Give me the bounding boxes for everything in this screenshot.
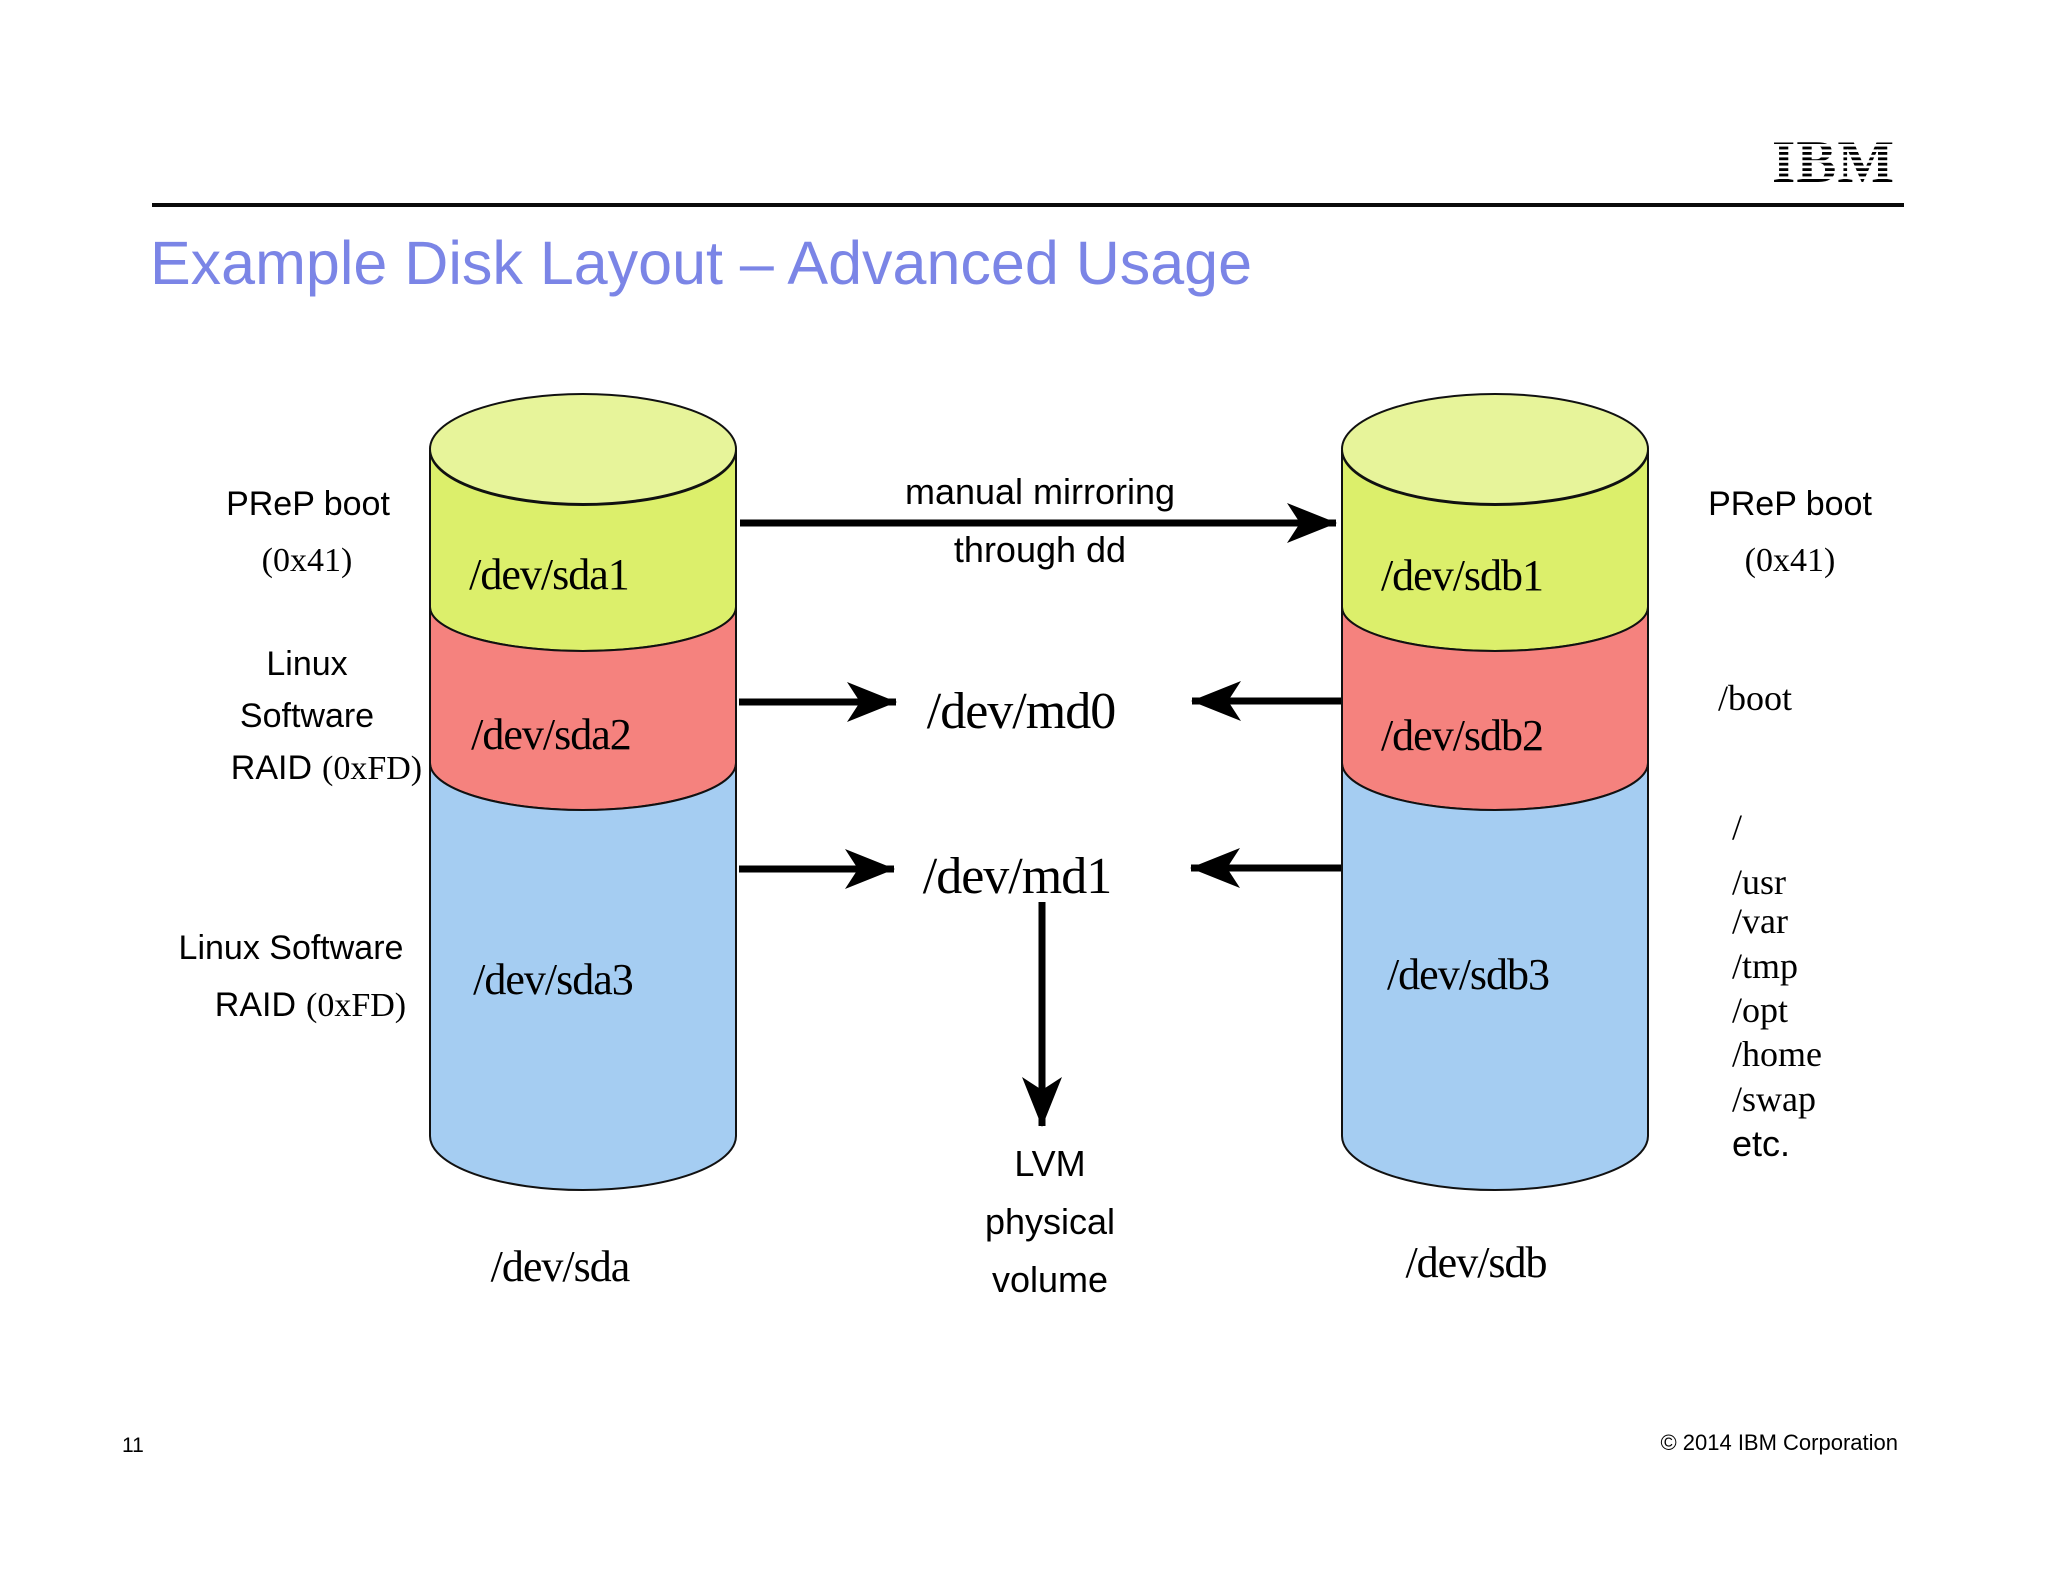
left-raid2-raid: RAID (215, 986, 296, 1024)
sda3-segment (429, 762, 737, 1191)
left-raid2-line1: Linux Software (179, 929, 404, 967)
mount-etc: etc. (1732, 1123, 1790, 1164)
right-disk-cylinder (1341, 393, 1649, 1191)
sda1-label: /dev/sda1 (469, 550, 629, 599)
right-prep-code-label: (0x41) (1745, 542, 1836, 579)
copyright-notice: © 2014 IBM Corporation (1660, 1430, 1898, 1455)
mount-swap: /swap (1732, 1079, 1816, 1119)
ibm-logo-stripes (1772, 144, 1908, 179)
sdb3-segment (1341, 762, 1649, 1191)
left-disk-top-ellipse (429, 393, 737, 505)
left-prep-boot-label: PReP boot (226, 485, 390, 523)
md1-label: /dev/md1 (923, 848, 1111, 905)
sdb1-label: /dev/sdb1 (1381, 551, 1543, 600)
left-prep-code-label: (0x41) (262, 542, 353, 579)
right-disk-top-ellipse (1341, 393, 1649, 505)
lvm-label-line2: physical (985, 1201, 1115, 1242)
sdb3-label: /dev/sdb3 (1387, 950, 1549, 999)
left-raid1-line1: Linux (266, 645, 347, 683)
sda3-label: /dev/sda3 (473, 955, 633, 1004)
left-disk-device-label: /dev/sda (491, 1242, 630, 1291)
lvm-label-line1: LVM (1014, 1143, 1085, 1184)
mount-point-list: / /usr /var /tmp /opt /home /swap etc. (1732, 807, 1822, 1164)
page-number: 11 (122, 1434, 144, 1457)
sdb2-label: /dev/sdb2 (1381, 711, 1543, 760)
left-disk-cylinder (429, 393, 737, 1191)
sda2-label: /dev/sda2 (471, 710, 631, 759)
mirror-caption-line1: manual mirroring (905, 471, 1175, 512)
mount-home: /home (1732, 1034, 1822, 1074)
mount-root: / (1732, 807, 1742, 847)
boot-mount-label: /boot (1718, 678, 1792, 718)
left-raid2-code: (0xFD) (306, 987, 406, 1024)
ibm-logo: IBM (1772, 130, 1908, 194)
header-rule (152, 203, 1904, 207)
left-raid1-line2: Software (240, 697, 374, 735)
md0-label: /dev/md0 (927, 683, 1115, 740)
page-title: Example Disk Layout – Advanced Usage (150, 229, 1253, 297)
lvm-label-line3: volume (992, 1259, 1108, 1300)
mount-var: /var (1732, 901, 1788, 941)
left-raid1-code: (0xFD) (322, 750, 422, 787)
mount-opt: /opt (1732, 990, 1788, 1030)
left-raid1-raid: RAID (231, 749, 312, 787)
right-disk-device-label: /dev/sdb (1405, 1238, 1546, 1287)
mount-usr: /usr (1732, 862, 1786, 902)
mount-tmp: /tmp (1732, 946, 1798, 986)
right-prep-boot-label: PReP boot (1708, 485, 1872, 523)
mirror-caption-line2: through dd (954, 529, 1126, 570)
